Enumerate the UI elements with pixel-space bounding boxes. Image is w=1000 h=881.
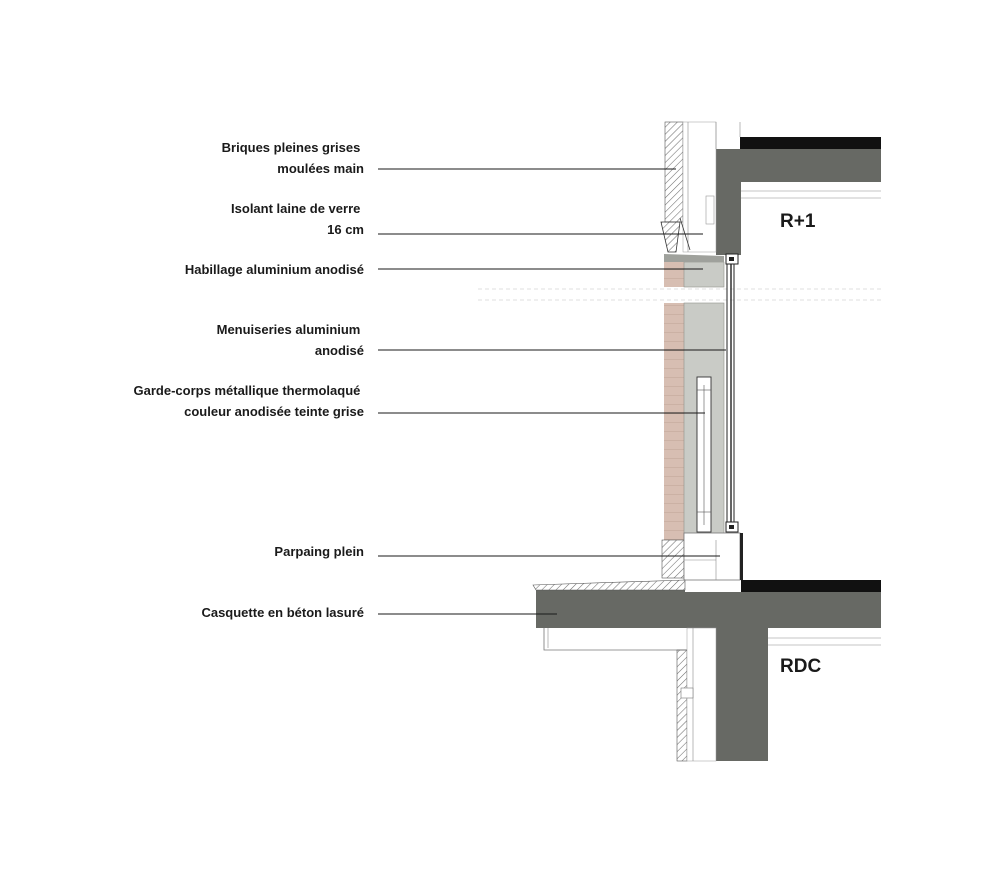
label-parpaing: Parpaing plein: [274, 544, 364, 559]
label-garde-corps-line-1: Garde-corps métallique thermolaqué: [134, 383, 361, 398]
break-line: [478, 287, 881, 303]
label-briques: Briques pleines grises moulées main: [222, 140, 364, 176]
solid-block-sill: [661, 532, 743, 581]
label-isolant-line-2: 16 cm: [327, 222, 364, 237]
label-briques-line-2: moulées main: [277, 161, 364, 176]
label-menuiseries-line-2: anodisé: [315, 343, 364, 358]
label-menuiseries: Menuiseries aluminium anodisé: [217, 322, 364, 358]
level-label-r1: R+1: [780, 211, 816, 232]
level-label-rdc: RDC: [780, 656, 821, 677]
window-wall-section: [664, 253, 739, 541]
lower-slab-membrane: [741, 580, 881, 592]
label-isolant: Isolant laine de verre 16 cm: [231, 201, 364, 237]
upper-slab-concrete: [716, 149, 881, 255]
lower-brick-wall: [676, 627, 717, 762]
upper-brick-wall: [660, 121, 741, 253]
upper-slab-membrane: [740, 137, 881, 149]
lintel-angle: [660, 221, 681, 253]
concrete-canopy: [536, 590, 881, 761]
leader-lines: [378, 168, 726, 615]
label-garde-corps-line-2: couleur anodisée teinte grise: [184, 404, 364, 419]
upper-floor-slab: [716, 137, 881, 255]
label-isolant-line-1: Isolant laine de verre: [231, 201, 360, 216]
label-casquette: Casquette en béton lasuré: [201, 605, 364, 620]
label-habillage: Habillage aluminium anodisé: [185, 262, 364, 277]
aluminium-window-frame: [725, 253, 739, 533]
label-menuiseries-line-1: Menuiseries aluminium: [217, 322, 361, 337]
aluminium-cladding: [683, 261, 725, 288]
annotation-labels: Briques pleines grises moulées main Isol…: [134, 140, 365, 620]
label-habillage-line-1: Habillage aluminium anodisé: [185, 262, 364, 277]
label-parpaing-line-1: Parpaing plein: [274, 544, 364, 559]
brick-section: [664, 262, 684, 287]
lower-floor-slab: [532, 579, 881, 761]
label-garde-corps: Garde-corps métallique thermolaqué coule…: [134, 383, 364, 419]
label-casquette-line-1: Casquette en béton lasuré: [201, 605, 364, 620]
label-briques-line-1: Briques pleines grises: [222, 140, 361, 155]
canopy-slope: [532, 579, 686, 591]
metal-railing: [696, 376, 712, 533]
